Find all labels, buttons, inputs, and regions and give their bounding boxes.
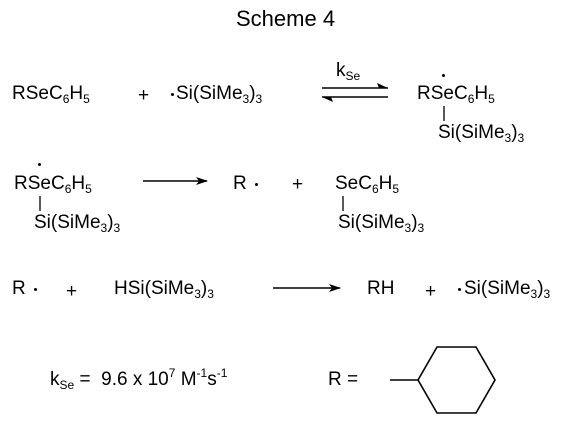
rate-constant-value: kSe = 9.6 x 107 M-1s-1 bbox=[50, 366, 228, 392]
plus-sign: + bbox=[292, 174, 304, 195]
product-silyl-radical: Si(SiMe3)3 bbox=[464, 278, 551, 301]
reactant-alkyl-radical: R bbox=[12, 278, 26, 299]
product-adduct-silyl: Si(SiMe3)3 bbox=[438, 122, 525, 145]
scheme-title: Scheme 4 bbox=[236, 6, 336, 31]
product-silyl-selenide-silyl: Si(SiMe3)3 bbox=[338, 212, 425, 235]
reactant-silyl-radical: Si(SiMe3)3 bbox=[176, 83, 263, 106]
reactant-rsec6h5: RSeC6H5 bbox=[12, 83, 90, 106]
radical-dot bbox=[38, 163, 41, 166]
equilibrium-arrow bbox=[322, 83, 388, 102]
r-definition-label: R = bbox=[328, 369, 359, 390]
plus-sign: + bbox=[66, 281, 78, 302]
plus-sign: + bbox=[425, 281, 437, 302]
rate-constant-label: kSe bbox=[336, 60, 361, 83]
reactant-tris-silane: HSi(SiMe3)3 bbox=[114, 278, 214, 301]
radical-dot bbox=[171, 93, 174, 96]
reactant-adduct-silyl: Si(SiMe3)3 bbox=[34, 212, 121, 235]
plus-sign: + bbox=[138, 85, 150, 106]
reactant-adduct: RSeC6H5 bbox=[14, 173, 92, 196]
product-rh: RH bbox=[367, 278, 395, 299]
radical-dot bbox=[34, 288, 37, 291]
radical-dot bbox=[458, 288, 461, 291]
product-alkyl-radical: R bbox=[233, 173, 247, 194]
product-silyl-selenide: SeC6H5 bbox=[335, 173, 400, 196]
radical-dot bbox=[255, 183, 258, 186]
radical-dot bbox=[442, 74, 445, 77]
product-adduct: RSeC6H5 bbox=[417, 83, 495, 106]
cyclohexane-ring bbox=[417, 346, 496, 414]
